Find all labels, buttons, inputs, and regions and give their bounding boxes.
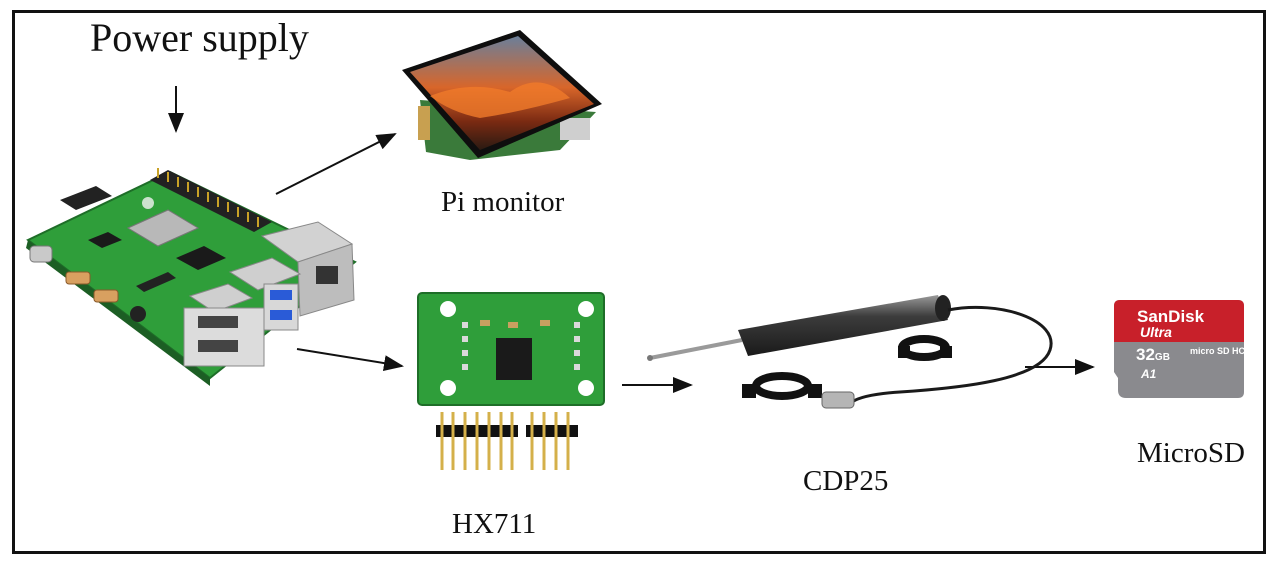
pi-monitor-image — [402, 30, 602, 160]
hx711-board-image — [417, 292, 605, 470]
cdp25-sensor-image — [647, 295, 1053, 409]
microsd-capacity-text: 32GB — [1136, 345, 1170, 365]
microsd-label: MicroSD — [1137, 437, 1245, 469]
arrow-pi-to-monitor — [275, 133, 397, 195]
raspberry-pi-board-image — [26, 168, 357, 386]
microsd-brand-text: SanDisk — [1137, 307, 1205, 326]
microsd-line-text: Ultra — [1140, 324, 1172, 340]
power-supply-label: Power supply — [90, 15, 309, 60]
hx711-label: HX711 — [452, 508, 537, 540]
cdp25-label: CDP25 — [803, 465, 889, 497]
diagram-frame — [12, 10, 1266, 554]
microsd-class-text: A1 — [1141, 367, 1157, 381]
arrow-pi-to-hx711 — [296, 348, 404, 372]
microsd-card-image — [1114, 300, 1244, 398]
microsd-capacity-unit: GB — [1154, 352, 1170, 363]
microsd-capacity-value: 32 — [1136, 345, 1155, 364]
microsd-format-text: micro SD HC I — [1190, 346, 1251, 356]
pi-monitor-label: Pi monitor — [441, 186, 565, 218]
